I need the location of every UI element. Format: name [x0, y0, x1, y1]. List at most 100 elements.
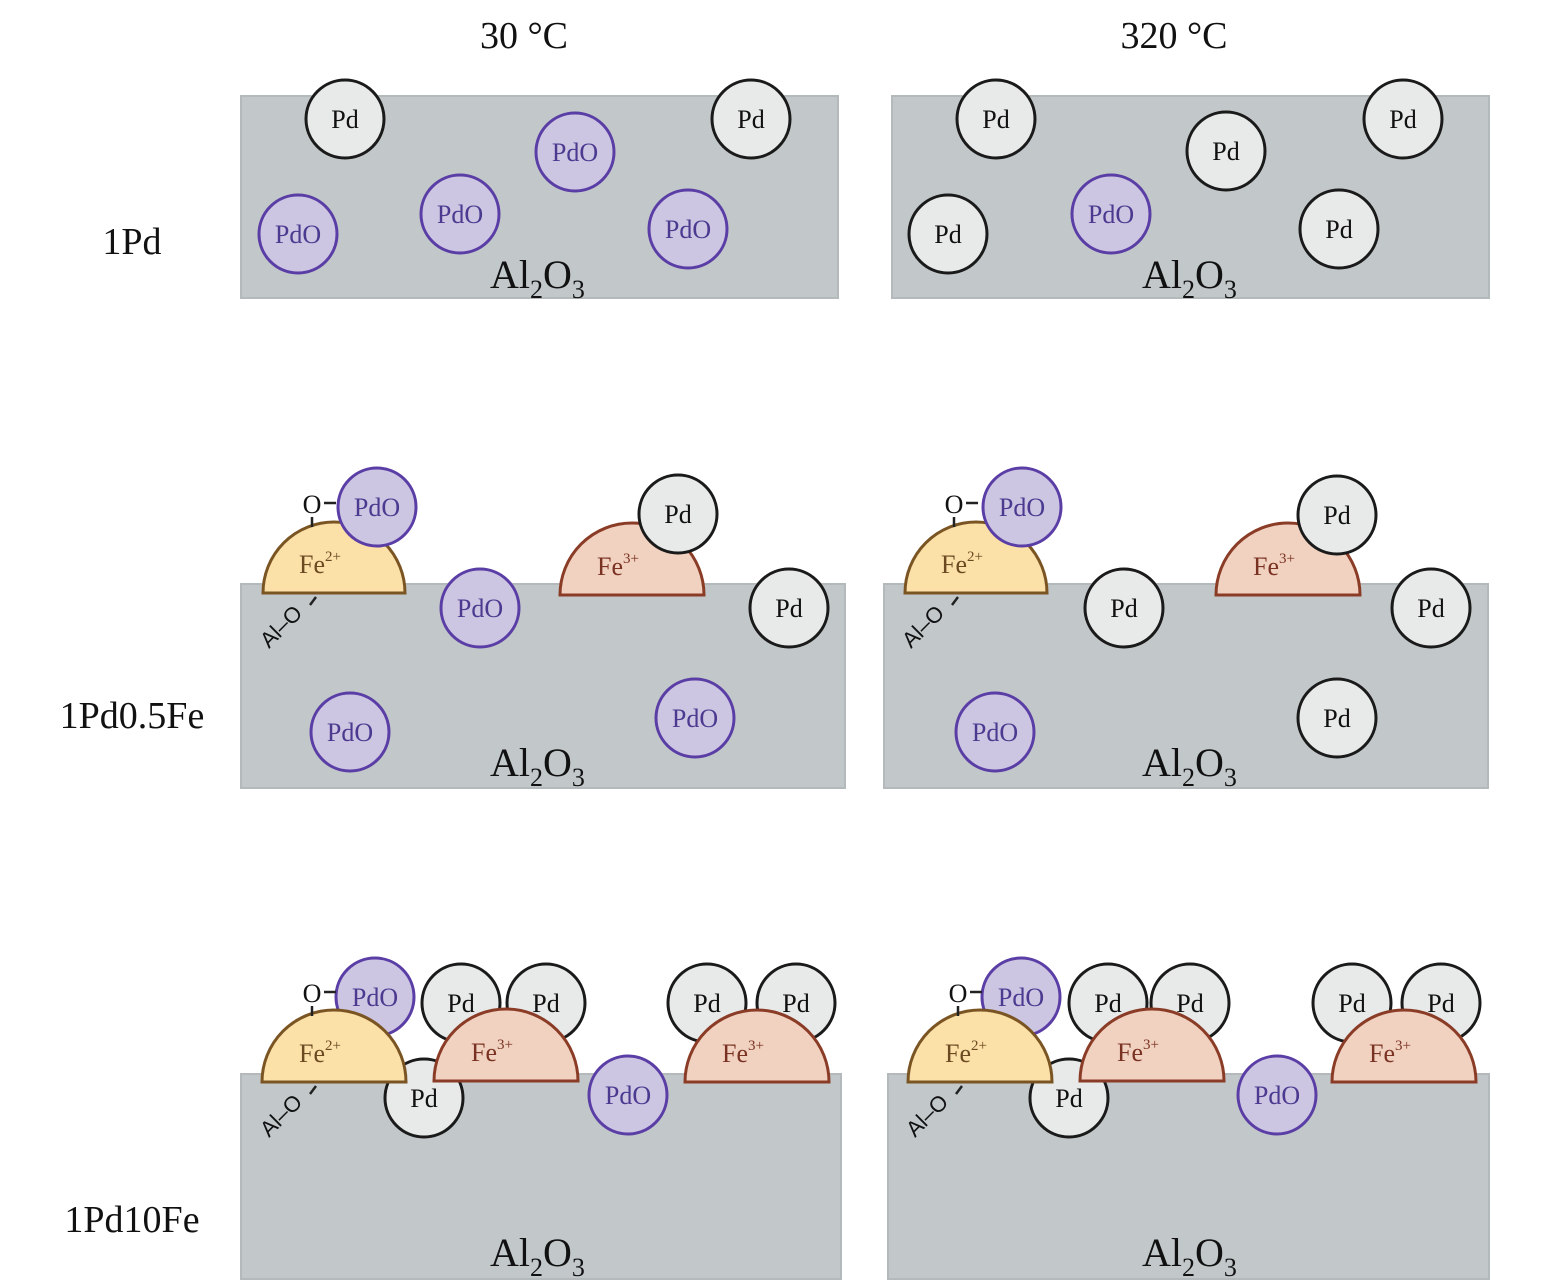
pd-circle: [907, 193, 989, 275]
pdo-circle: [981, 466, 1063, 548]
pdo-particle: PdO: [257, 193, 339, 275]
pdo-particle: PdO: [1236, 1054, 1318, 1136]
fe3-label: Fe3+: [597, 551, 639, 581]
pd-particle: Pd: [1296, 474, 1378, 556]
fe3-cluster: Fe3+: [1078, 1007, 1226, 1083]
pd-label: Pd: [775, 594, 802, 623]
pd-label: Pd: [1055, 1084, 1082, 1113]
al-o-fe-bond: [309, 596, 317, 606]
pdo-circle: [419, 173, 501, 255]
oxygen-label: O: [303, 490, 322, 519]
pd-label: Pd: [1389, 105, 1416, 134]
fe2-cluster: Fe2+: [906, 1008, 1054, 1084]
pd-particle: Pd: [710, 78, 792, 160]
pd-label: Pd: [1110, 594, 1137, 623]
pdo-label: PdO: [665, 215, 711, 244]
pdo-label: PdO: [437, 200, 483, 229]
pdo-label: PdO: [352, 983, 398, 1012]
pdo-label: PdO: [354, 493, 400, 522]
pd-particle: Pd: [304, 78, 386, 160]
pdo-label: PdO: [1088, 200, 1134, 229]
pdo-label: PdO: [457, 594, 503, 623]
fe3-cluster: Fe3+: [683, 1008, 831, 1084]
pdo-particle: PdO: [587, 1054, 669, 1136]
pdo-label: PdO: [999, 493, 1045, 522]
pdo-particle: PdO: [419, 173, 501, 255]
row-label-1pd: 1Pd: [102, 221, 161, 263]
fe2-label: Fe2+: [945, 1038, 987, 1068]
fe3-label: Fe3+: [1369, 1038, 1411, 1068]
pd-particle: Pd: [1311, 962, 1393, 1044]
pd-particle: Pd: [955, 78, 1037, 160]
alumina-support: [887, 1073, 1490, 1280]
pdo-label: PdO: [672, 704, 718, 733]
panel-1pd10fe-320c: Al2O3: [887, 1073, 1490, 1282]
pdo-circle: [257, 193, 339, 275]
pdo-label: PdO: [998, 983, 1044, 1012]
al2o3-label: Al2O3: [1142, 740, 1237, 792]
pd-circle: [1083, 567, 1165, 649]
pdo-label: PdO: [605, 1081, 651, 1110]
pd-label: Pd: [664, 500, 691, 529]
pdo-label: PdO: [1254, 1081, 1300, 1110]
pdo-particle: PdO: [654, 677, 736, 759]
fe3-label: Fe3+: [1253, 551, 1295, 581]
pd-particle: Pd: [1298, 188, 1380, 270]
pd-label: Pd: [1417, 594, 1444, 623]
panel-1pd10fe-30c: Al2O3: [240, 1073, 842, 1282]
pd-circle: [710, 78, 792, 160]
al2o3-label: Al2O3: [490, 1230, 585, 1282]
pd-circle: [955, 78, 1037, 160]
pd-circle: [1362, 78, 1444, 160]
pdo-particle: PdO: [1070, 173, 1152, 255]
pdo-particle: PdO: [534, 111, 616, 193]
pd-particle: Pd: [748, 567, 830, 649]
pd-circle: [1296, 474, 1378, 556]
pdo-particle: PdO: [647, 188, 729, 270]
fe3-cluster: Fe3+: [1330, 1008, 1478, 1084]
pdo-particle: PdO: [439, 567, 521, 649]
pd-circle: [1296, 677, 1378, 759]
pd-label: Pd: [1094, 989, 1121, 1018]
pd-label: Pd: [737, 105, 764, 134]
pd-particle: Pd: [1185, 110, 1267, 192]
pdo-circle: [1070, 173, 1152, 255]
pd-circle: [748, 567, 830, 649]
pdo-circle: [587, 1054, 669, 1136]
fe2-label: Fe2+: [299, 549, 341, 579]
oxygen-label: O: [945, 490, 964, 519]
pd-label: Pd: [693, 989, 720, 1018]
pdo-circle: [654, 677, 736, 759]
al-o-fe-bond: [951, 596, 959, 606]
pd-particle: Pd: [1296, 677, 1378, 759]
fe2-dome: [260, 1008, 408, 1084]
pdo-particle: PdO: [336, 466, 418, 548]
al2o3-label: Al2O3: [1142, 1230, 1237, 1282]
pd-label: Pd: [447, 989, 474, 1018]
pd-label: Pd: [782, 989, 809, 1018]
pdo-circle: [336, 466, 418, 548]
pd-label: Pd: [410, 1084, 437, 1113]
pd-label: Pd: [331, 105, 358, 134]
pdo-label: PdO: [972, 718, 1018, 747]
pdo-particle: PdO: [981, 466, 1063, 548]
pdo-particle: PdO: [954, 691, 1036, 773]
pd-particle: Pd: [1083, 567, 1165, 649]
fe2-dome: [906, 1008, 1054, 1084]
column-title-320c: 320 °C: [1120, 15, 1227, 57]
pd-particle: Pd: [1390, 567, 1472, 649]
row-label-1pd0-5fe: 1Pd0.5Fe: [60, 695, 205, 737]
fe3-label: Fe3+: [1117, 1037, 1159, 1067]
pd-label: Pd: [1212, 137, 1239, 166]
fe2-label: Fe2+: [299, 1038, 341, 1068]
pdo-label: PdO: [327, 718, 373, 747]
pdo-label: PdO: [552, 138, 598, 167]
fe3-dome: [1078, 1007, 1226, 1083]
pd-label: Pd: [1338, 989, 1365, 1018]
column-title-30c: 30 °C: [480, 15, 568, 57]
pd-label: Pd: [532, 989, 559, 1018]
pd-circle: [637, 473, 719, 555]
al2o3-label: Al2O3: [1142, 252, 1237, 304]
pdo-circle: [534, 111, 616, 193]
